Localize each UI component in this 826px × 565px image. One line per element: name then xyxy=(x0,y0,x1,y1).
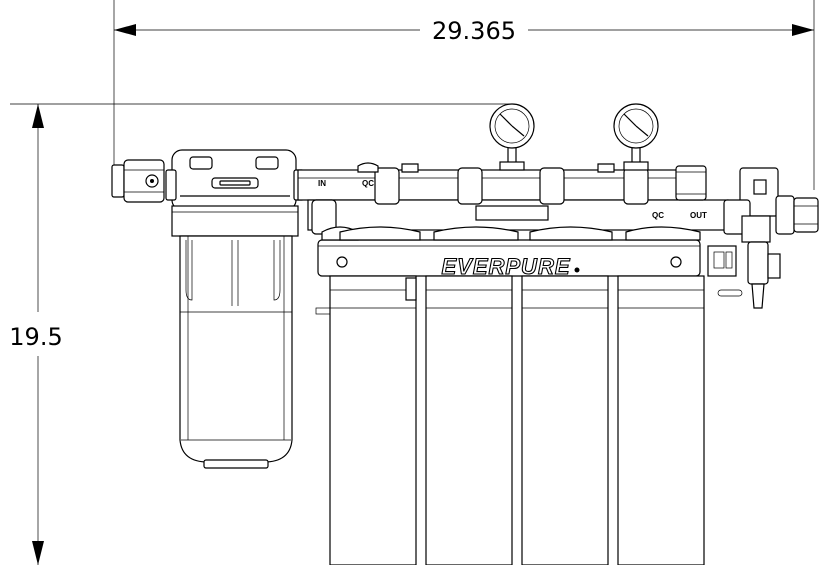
filter-cartridge xyxy=(425,275,513,565)
height-dimension-label: 19.5 xyxy=(9,323,62,351)
mounting-bracket: EVERPURE xyxy=(317,226,701,280)
prefilter-housing xyxy=(165,149,305,469)
height-dimension: 19.5 xyxy=(9,103,510,565)
pressure-gauge-outlet xyxy=(613,103,659,171)
filter-cartridge xyxy=(329,275,417,565)
filter-cartridge xyxy=(617,275,705,565)
inlet-label: IN xyxy=(318,179,326,188)
width-dimension: 29.365 xyxy=(113,0,815,190)
qc-label-left: QC xyxy=(362,179,374,188)
pressure-gauge-inlet xyxy=(489,103,535,171)
filter-cartridges xyxy=(315,275,705,565)
outlet-valve-assembly xyxy=(707,167,819,309)
filter-cartridge xyxy=(521,275,609,565)
inlet-fitting xyxy=(111,159,165,203)
outlet-label: OUT xyxy=(690,211,707,220)
width-dimension-label: 29.365 xyxy=(432,17,516,45)
manifold-head: IN QC QC OUT xyxy=(297,162,729,235)
qc-label-right: QC xyxy=(652,211,664,220)
brand-logo: EVERPURE xyxy=(441,254,570,279)
